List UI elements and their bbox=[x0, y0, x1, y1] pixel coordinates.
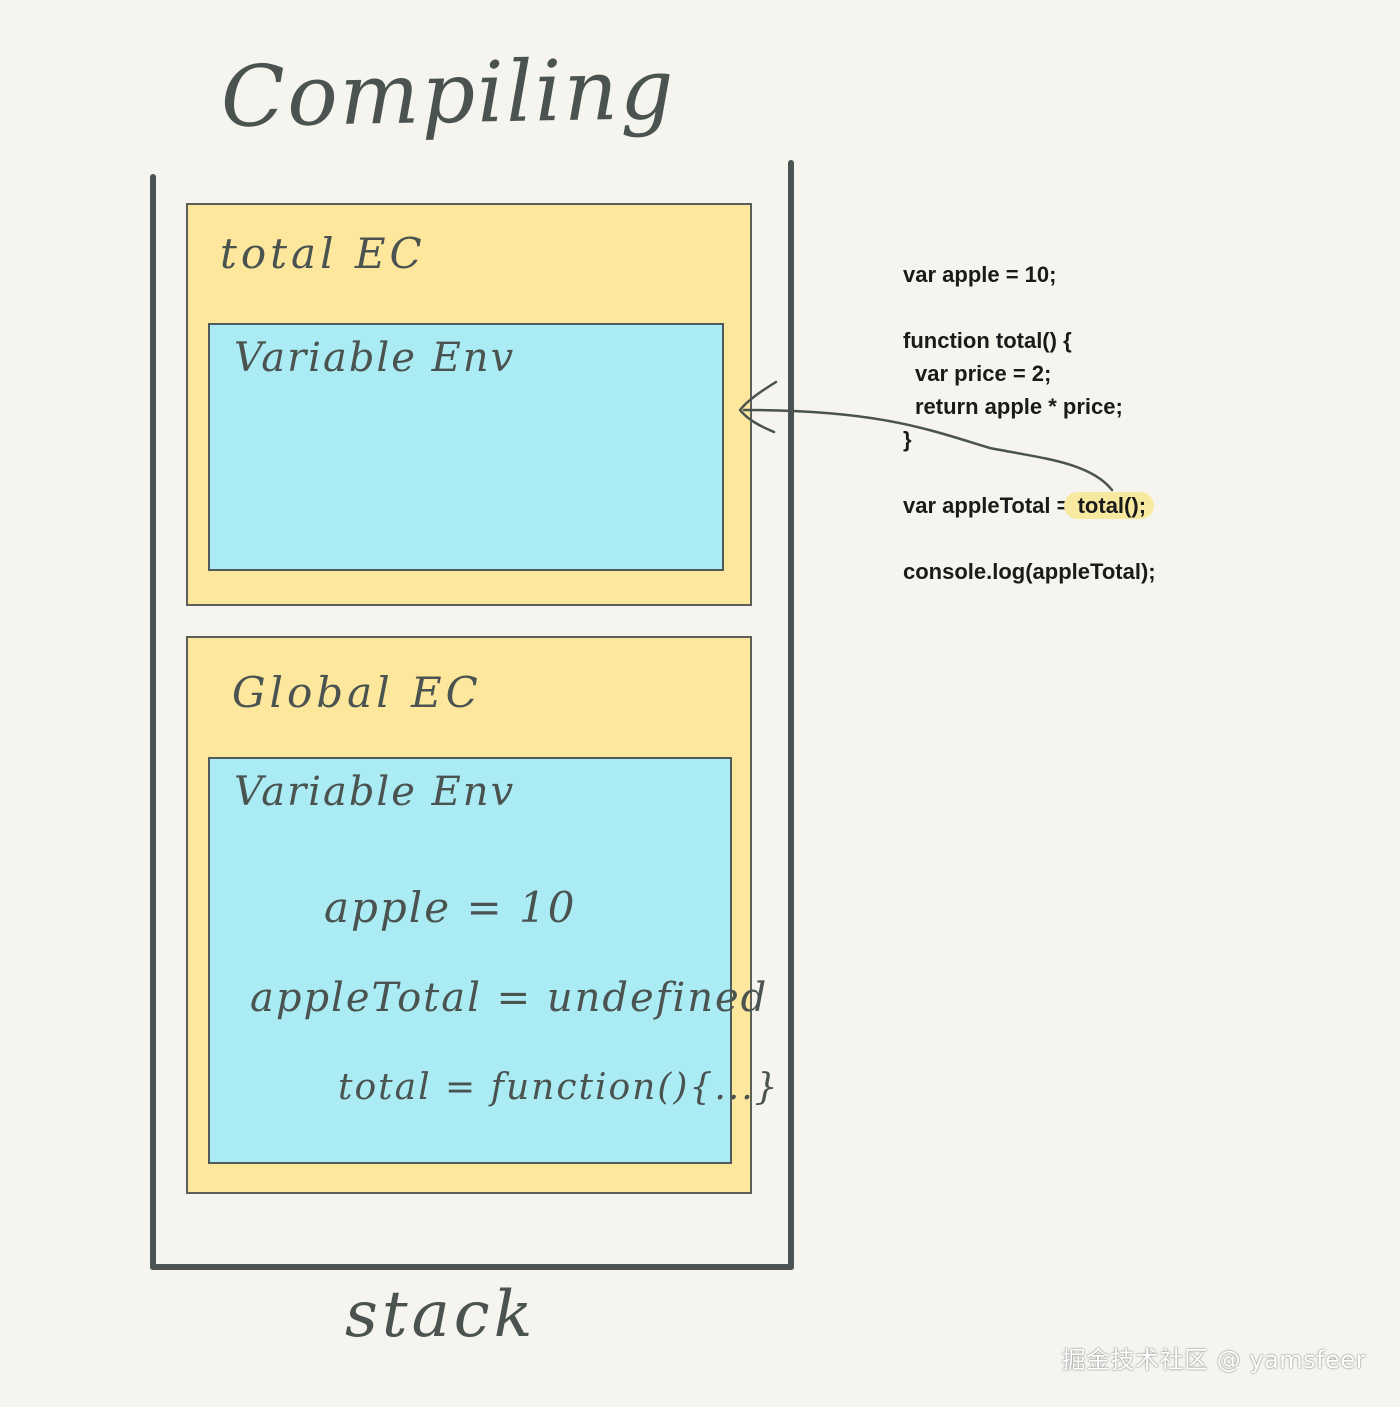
env-entry-appletotal: appleTotal = undefined bbox=[250, 975, 769, 1021]
code-block: var apple = 10; function total() { var p… bbox=[903, 258, 1156, 588]
env-entry-total: total = function(){...} bbox=[338, 1067, 780, 1108]
total-variable-env: Variable Env bbox=[208, 323, 724, 571]
code-call-prefix: var appleTotal = bbox=[903, 493, 1076, 518]
stack-bottom-wall bbox=[150, 1264, 794, 1270]
stack-right-wall bbox=[788, 160, 794, 1270]
watermark: 掘金技术社区 @ yamsfeer bbox=[1061, 1346, 1366, 1374]
code-line: return apple * price; bbox=[915, 394, 1123, 419]
code-line: function total() { bbox=[903, 328, 1072, 353]
code-blank-line bbox=[903, 291, 1156, 324]
diagram-title: Compiling bbox=[220, 40, 677, 146]
code-line: var apple = 10; bbox=[903, 262, 1057, 287]
code-line: var price = 2; bbox=[915, 361, 1052, 386]
global-execution-context: Global EC Variable Env apple = 10 appleT… bbox=[186, 636, 778, 1194]
code-line: console.log(appleTotal); bbox=[903, 559, 1156, 584]
call-stack bbox=[150, 160, 794, 1270]
total-ec-title: total EC bbox=[220, 229, 426, 278]
code-line-call: var appleTotal = total(); bbox=[903, 489, 1156, 522]
total-execution-context: total EC Variable Env bbox=[186, 203, 752, 606]
stack-left-wall bbox=[150, 174, 156, 1270]
stack-label: stack bbox=[345, 1278, 537, 1352]
highlighted-total-call: total(); bbox=[1063, 492, 1155, 519]
total-variable-env-title: Variable Env bbox=[234, 335, 516, 381]
global-variable-env-title: Variable Env bbox=[234, 769, 516, 815]
env-entry-apple: apple = 10 bbox=[324, 883, 577, 932]
code-blank-line bbox=[903, 522, 1156, 555]
code-blank-line bbox=[903, 456, 1156, 489]
global-variable-env: Variable Env apple = 10 appleTotal = und… bbox=[208, 757, 778, 1164]
global-ec-title: Global EC bbox=[232, 668, 482, 717]
code-line: } bbox=[903, 427, 912, 452]
